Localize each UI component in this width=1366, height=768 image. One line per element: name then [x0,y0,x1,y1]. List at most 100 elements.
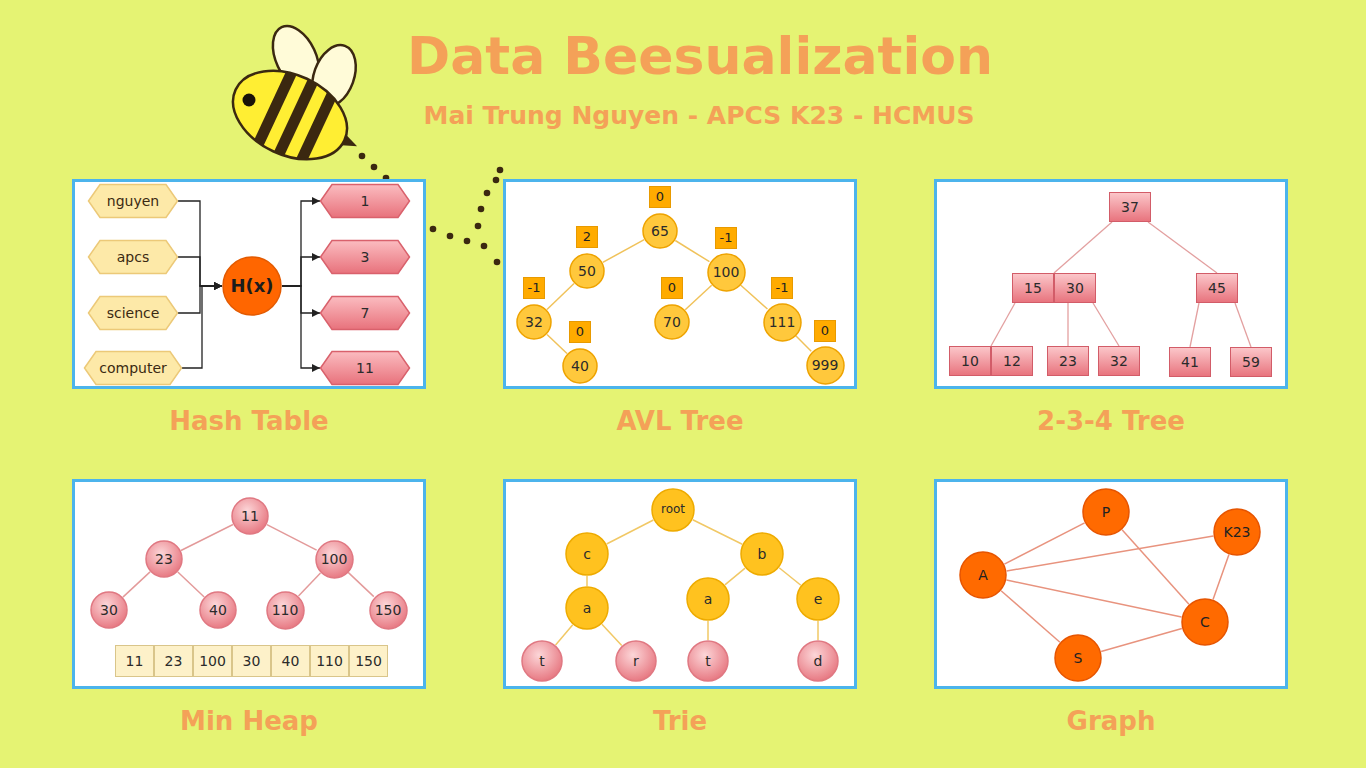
panel-caption: Hash Table [169,406,328,436]
caption-row: 2-3-4 Tree [937,407,1285,440]
hexagon-shape [89,241,178,274]
node-label: 70 [663,314,681,330]
connector [1213,555,1229,600]
connector [741,285,768,309]
page-title: Data Beesualization [407,26,993,86]
key-cell: 59 [1230,347,1272,377]
circle-shape [741,533,783,575]
node-label: 11 [241,508,259,524]
connector [1007,536,1214,571]
node-label: 3 [361,249,370,265]
key-value: 10 [961,353,979,369]
node-label: 7 [361,305,370,321]
array-value: 150 [355,653,382,669]
key-cell: 15 [1012,273,1054,303]
circle-shape [687,578,729,620]
connector [178,201,222,286]
hash-table-panel: Hash TablenguyenapcssciencecomputerH(x)1… [72,179,426,389]
node-label: a [583,600,592,616]
connector [607,520,654,544]
balance-factor: 0 [668,281,676,296]
balance-tag: 2 [576,226,598,248]
circle-shape [146,541,182,577]
caption-row: Trie [506,707,854,740]
node-label: root [661,503,685,517]
heap-node: 30 [90,591,128,629]
connector [282,286,320,368]
connector [123,572,150,597]
trail-dot [484,190,491,197]
graph-vertex: P [1082,488,1130,536]
trail-dot [371,164,378,171]
trie-node: c [565,532,609,576]
balance-tag: -1 [771,277,793,299]
avl-node: 502 [569,253,605,289]
circle-shape [652,489,694,531]
node-label: P [1102,504,1110,520]
circle-shape [566,587,608,629]
array-value: 40 [282,653,300,669]
key-value: 32 [1110,353,1128,369]
connector [991,303,1015,346]
circle-shape [517,305,551,339]
balance-factor: -1 [720,231,733,246]
avl-node: 9990 [806,346,845,385]
node-label: 999 [812,357,839,373]
avl-node: 650 [642,213,678,249]
circle-shape [708,254,745,291]
btree-node: 1012 [949,346,1033,376]
circle-shape [232,498,268,534]
connector [181,524,233,550]
array-value: 100 [199,653,226,669]
node-label: apcs [117,249,149,265]
trail-dot [497,167,504,174]
node-label: 40 [571,358,589,374]
balance-factor: 0 [576,325,584,340]
array-cell: 23 [154,645,193,677]
connector [602,624,622,645]
balance-tag: 0 [569,321,591,343]
balance-tag: 0 [649,186,671,208]
node-label: r [633,653,639,669]
circle-shape [1083,489,1129,535]
graph-vertex: S [1054,634,1102,682]
bucket-hexagon: 3 [320,240,410,274]
connector [1067,303,1068,346]
circle-shape [1182,599,1228,645]
trie-node: b [740,532,784,576]
trie-node: a [565,586,609,630]
trie-node: root [651,488,695,532]
trail-dot [430,226,437,233]
connector [707,621,709,640]
panel-caption: Min Heap [180,706,318,736]
key-value: 23 [1059,353,1077,369]
btree-node: 41 [1169,347,1211,377]
key-value: 59 [1242,354,1260,370]
circle-shape [655,305,689,339]
btree-node: 32 [1098,346,1140,376]
connector [547,334,567,353]
key-value: 41 [1181,354,1199,370]
caption-row: Graph [937,707,1285,740]
key-value: 45 [1208,280,1226,296]
node-label: 1 [361,193,370,209]
connector [675,240,709,261]
trail-dot [447,233,454,240]
circle-shape [616,641,656,681]
avl-node: 400 [562,348,598,384]
key-hexagon: science [88,296,178,330]
trie-leaf: d [797,640,839,682]
circle-shape [1214,509,1260,555]
key-cell: 41 [1169,347,1211,377]
array-cell: 100 [193,645,232,677]
btree-node: 59 [1230,347,1272,377]
circle-shape [566,533,608,575]
balance-factor: 2 [583,230,591,245]
connector [348,572,374,596]
connector [282,286,320,313]
panel-caption: AVL Tree [616,406,743,436]
balance-tag: -1 [715,227,737,249]
node-label: science [107,305,160,321]
node-label: A [978,567,988,583]
connector [725,568,745,585]
